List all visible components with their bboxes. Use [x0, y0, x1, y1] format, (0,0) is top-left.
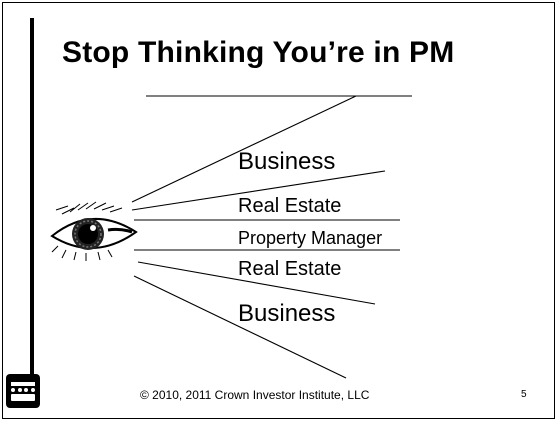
- ray-2: [131, 170, 386, 211]
- label-real-estate-bottom: Real Estate: [238, 258, 342, 280]
- crown-logo-icon: [6, 374, 40, 408]
- label-business-bottom: Business: [238, 300, 336, 327]
- slide-title: Stop Thinking You’re in PM: [62, 36, 455, 69]
- ray-5: [137, 261, 376, 305]
- slide-border: [2, 2, 555, 419]
- ray-1: [131, 95, 357, 203]
- copyright-footer: © 2010, 2011 Crown Investor Institute, L…: [140, 388, 370, 402]
- label-property-manager: Property Manager: [238, 228, 383, 248]
- label-real-estate-top: Real Estate: [238, 195, 342, 217]
- page-number: 5: [521, 389, 527, 400]
- label-business-top: Business: [238, 148, 336, 175]
- vertical-rule: [30, 18, 34, 374]
- ray-6: [133, 275, 347, 379]
- eye-icon: [50, 201, 138, 261]
